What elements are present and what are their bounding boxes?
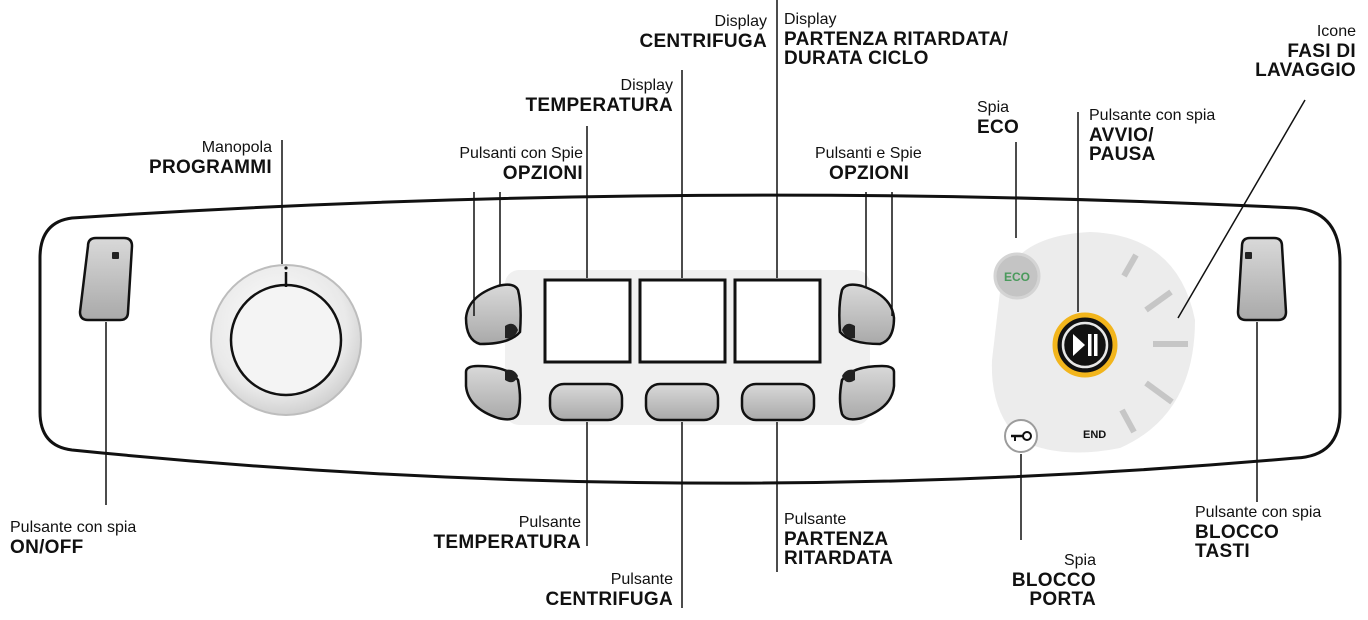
centrifuga-button[interactable] xyxy=(644,382,720,422)
eco-icon-text: ECO xyxy=(1004,270,1030,284)
key-lock-indicator-light xyxy=(1245,252,1252,259)
leader-line-fasi xyxy=(1177,99,1306,319)
label-display-temperatura: Display TEMPERATURA xyxy=(525,77,673,116)
display-partenza-ritardata xyxy=(733,278,822,364)
wash-phase-icons xyxy=(1119,253,1188,434)
wash-phase-segment xyxy=(1119,408,1137,434)
label-opzioni-right: Pulsanti e Spie OPZIONI xyxy=(815,145,922,184)
option-indicator-light xyxy=(505,323,518,339)
label-opzioni-left: Pulsanti con Spie OPZIONI xyxy=(459,145,583,184)
label-fasi-lavaggio: Icone FASI DI LAVAGGIO xyxy=(1255,23,1356,82)
start-pause-button[interactable] xyxy=(1052,312,1118,378)
play-pause-icon xyxy=(1094,334,1098,356)
option-indicator-light xyxy=(842,369,855,383)
temperatura-button[interactable] xyxy=(548,382,624,422)
label-display-partenza: Display PARTENZA RITARDATA/ DURATA CICLO xyxy=(784,11,1009,70)
option-indicator-light xyxy=(842,323,855,339)
option-indicator-light xyxy=(505,369,518,383)
play-pause-icon xyxy=(1088,334,1092,356)
end-label: END xyxy=(1083,429,1106,441)
onoff-indicator-light xyxy=(112,252,119,259)
label-btn-partenza: Pulsante PARTENZA RITARDATA xyxy=(784,511,894,570)
label-display-centrifuga: Display CENTRIFUGA xyxy=(639,13,767,52)
wash-phase-segment xyxy=(1144,380,1174,405)
label-blocco-tasti: Pulsante con spia BLOCCO TASTI xyxy=(1195,504,1322,563)
label-btn-temperatura: Pulsante TEMPERATURA xyxy=(433,514,581,553)
label-programmi: Manopola PROGRAMMI xyxy=(148,139,272,178)
label-avvio-pausa: Pulsante con spia AVVIO/ PAUSA xyxy=(1089,107,1216,166)
partenza-ritardata-button[interactable] xyxy=(740,382,816,422)
eco-indicator: ECO xyxy=(993,252,1041,300)
label-blocco-porta: Spia BLOCCO PORTA xyxy=(1011,552,1096,611)
door-lock-indicator xyxy=(1004,419,1038,453)
key-icon xyxy=(1011,431,1032,441)
display-centrifuga xyxy=(638,278,727,364)
wash-phase-segment xyxy=(1144,289,1173,313)
play-pause-icon xyxy=(1073,334,1085,356)
label-eco: Spia ECO xyxy=(977,99,1020,138)
onoff-button[interactable] xyxy=(78,236,134,322)
label-btn-centrifuga: Pulsante CENTRIFUGA xyxy=(545,571,673,610)
label-onoff: Pulsante con spia ON/OFF xyxy=(10,519,137,558)
programmi-knob[interactable] xyxy=(210,264,362,416)
display-temperatura xyxy=(543,278,632,364)
wash-phase-segment xyxy=(1121,253,1139,278)
key-lock-button[interactable] xyxy=(1236,236,1288,322)
leader-lines xyxy=(105,0,1306,608)
